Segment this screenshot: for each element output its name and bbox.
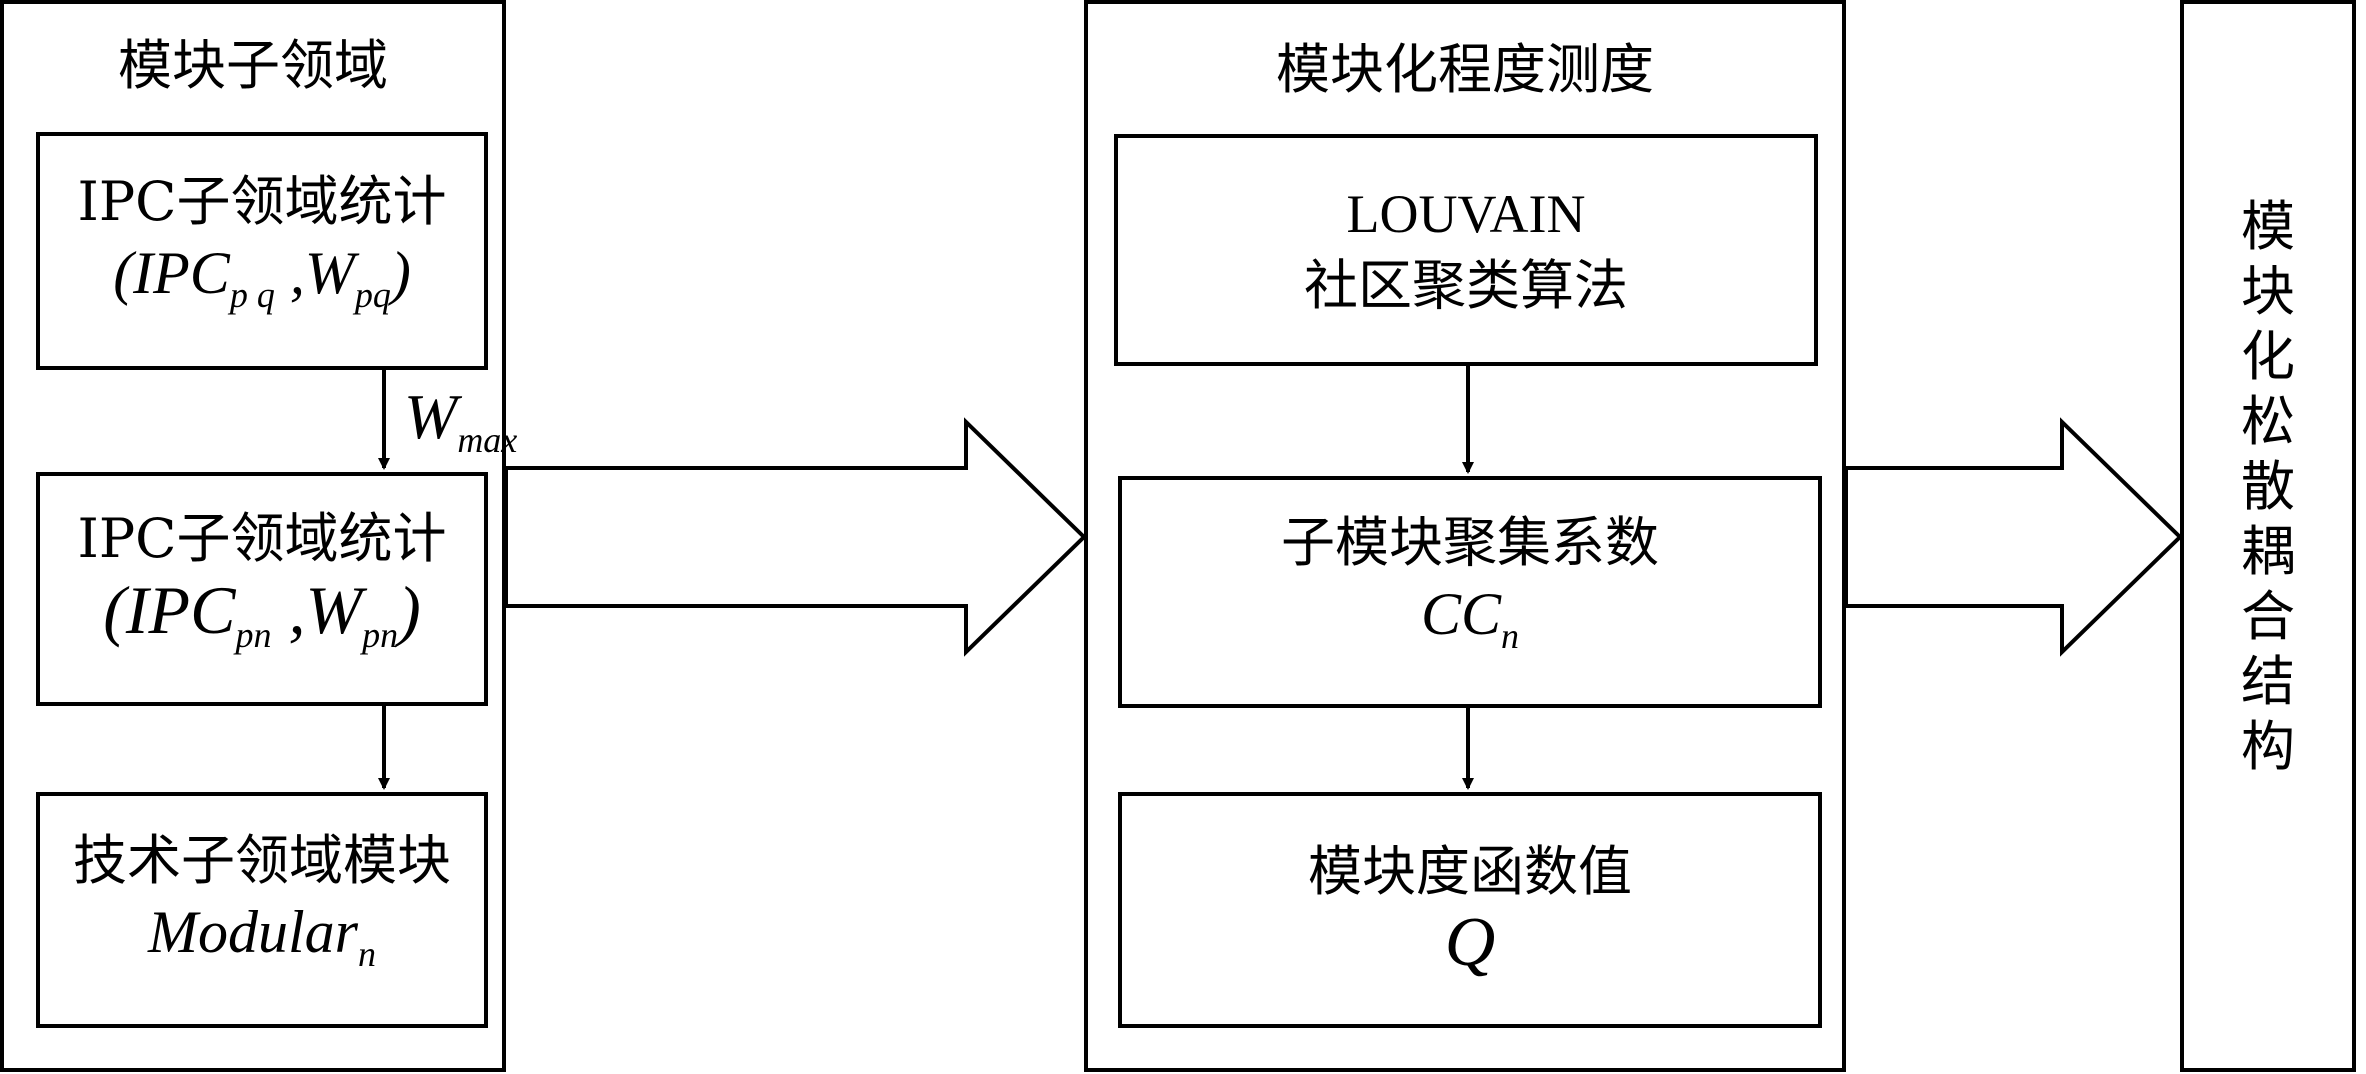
title-char: 散: [2241, 455, 2295, 518]
formula-ipc-pn: (IPCpn ,Wpn): [103, 571, 421, 655]
title-char: 化: [2241, 325, 2295, 388]
box-label-louvain: LOUVAIN: [1346, 184, 1586, 244]
edge-label-w-max: Wmax: [404, 381, 518, 461]
title-char: 耦: [2241, 520, 2295, 583]
formula-ipc-pq: (IPCp q ,Wpq): [113, 240, 411, 315]
box-submodule-clustering-coefficient: 子模块聚集系数 CCn: [1118, 476, 1822, 708]
block-arrow-middle-to-right: [1844, 417, 2183, 657]
vertical-title: 模 块 化 松 散 耦 合 结 构: [2184, 194, 2352, 779]
formula-cc-n: CCn: [1420, 581, 1520, 656]
box-tech-subdomain-module: 技术子领域模块 Modularn: [36, 792, 488, 1028]
box-louvain-algorithm: LOUVAIN 社区聚类算法: [1114, 134, 1818, 366]
title-char: 块: [2241, 260, 2295, 323]
formula-q: Q: [1444, 904, 1496, 981]
panel-title: 模块化程度测度: [1276, 38, 1654, 101]
panel-title: 模块子领域: [118, 34, 388, 97]
title-char: 构: [2241, 715, 2295, 778]
box-label: IPC子领域统计: [77, 170, 447, 233]
box-label: IPC子领域统计: [77, 506, 447, 570]
title-char: 结: [2241, 650, 2295, 713]
box-ipc-subdomain-stats-pq: IPC子领域统计 (IPCp q ,Wpq): [36, 132, 488, 370]
box-label: 子模块聚集系数: [1281, 511, 1659, 574]
box-label: 社区聚类算法: [1304, 254, 1628, 317]
box-modularity-function-value: 模块度函数值 Q: [1118, 792, 1822, 1028]
formula-modular-n: Modularn: [148, 899, 376, 974]
box-label: 技术子领域模块: [73, 829, 451, 892]
panel-modular-loosely-coupled-structure: 模 块 化 松 散 耦 合 结 构: [2180, 0, 2356, 1072]
title-char: 合: [2241, 585, 2295, 648]
title-char: 松: [2241, 390, 2295, 453]
box-ipc-subdomain-stats-pn: IPC子领域统计 (IPCpn ,Wpn): [36, 472, 488, 706]
title-char: 模: [2241, 195, 2295, 258]
box-label: 模块度函数值: [1308, 840, 1632, 903]
block-arrow-left-to-middle: [504, 417, 1087, 657]
